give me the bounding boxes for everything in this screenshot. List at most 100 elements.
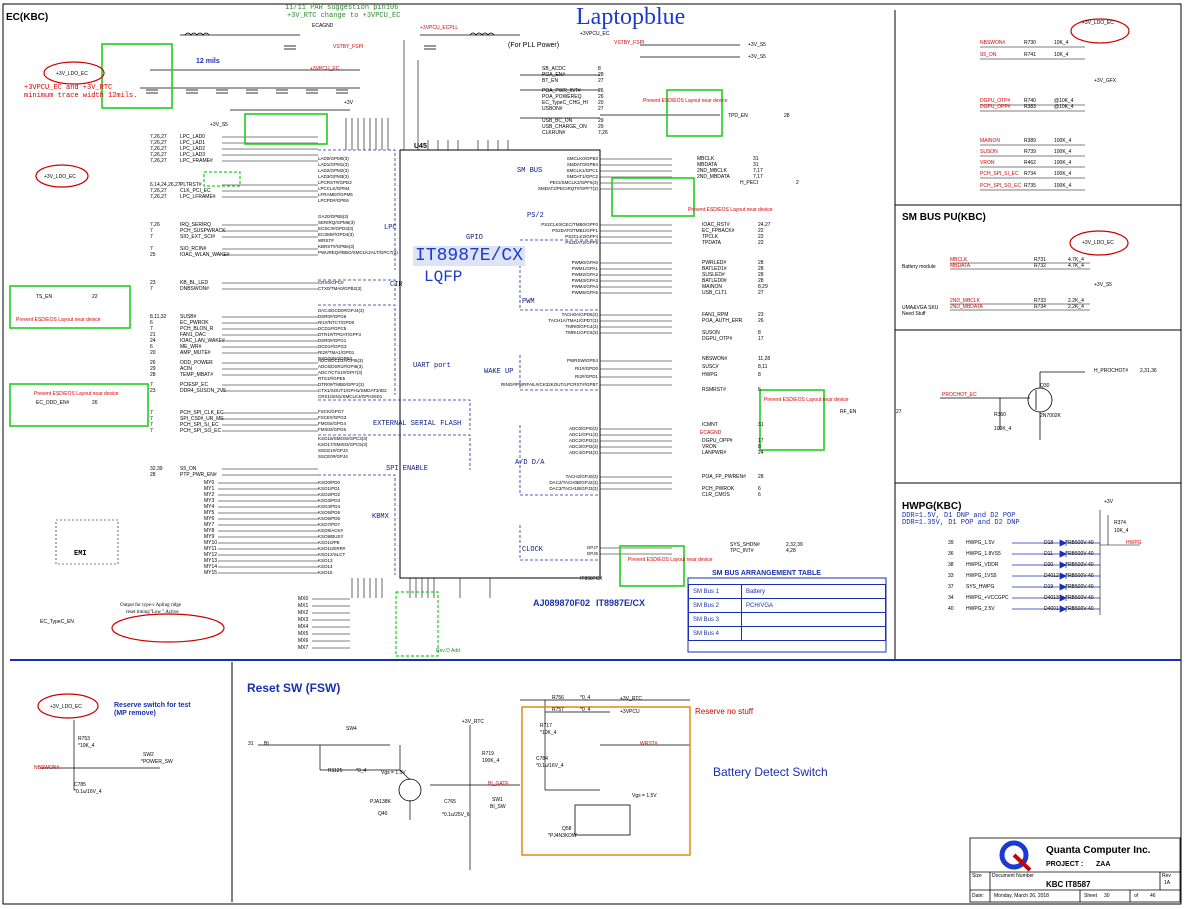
chip-right-pin: SMDAT1/GPC2 xyxy=(566,174,598,179)
reset-q40-part: PJA138K xyxy=(370,799,391,805)
chip-left-pin: ADC6/DSR1#/GPI6(3) xyxy=(318,364,363,369)
reset-c785: C785 xyxy=(74,782,86,788)
note-uma1: UMA&VGA SKU xyxy=(902,305,939,311)
hwpg-page: 36 xyxy=(948,551,954,557)
chip-right-pin: SMDAT2/PECIRQT#/GPF7(3) xyxy=(537,186,598,191)
chip-left-pin: ADC7/CTS1#/GPI7(3) xyxy=(318,370,363,375)
note-mils: 12 mils xyxy=(196,58,220,65)
left-net: DNBSWON# xyxy=(180,286,209,292)
left-net: PCH_SPI_SI_EC xyxy=(180,422,219,428)
left-net-page: 26 xyxy=(150,360,156,366)
note-vgs2: Vgs = 1.5V xyxy=(632,793,657,799)
reset-bi-gate: BI_GATE xyxy=(488,781,509,787)
left-net-page: 6 xyxy=(150,344,153,350)
right-net: POA_POWEREQ xyxy=(542,94,582,100)
block-ps2: PS/2 xyxy=(527,212,544,220)
right-net: TPD_EN xyxy=(728,113,748,119)
right-net-page: 26 xyxy=(758,318,764,324)
rail-vpcu-ec-1: +3VPCU_EC xyxy=(310,66,340,72)
note-esd-6: Prevent ESD/EOS Layout near device xyxy=(628,557,713,563)
right-net: VRON xyxy=(702,444,717,450)
mx-net: MX5 xyxy=(298,631,309,637)
prochot-r-val: 100K_4 xyxy=(994,426,1012,432)
chip-right-pin: DAC2/TACH0B/GPJ2(3) xyxy=(549,480,598,485)
chip-left-pin: CRX1/SIN1/SMCLK3/GPH2/ID1 xyxy=(318,394,383,399)
chip-left-pin: GA20/GPB5(3) xyxy=(318,214,349,219)
right-net-page: 28 xyxy=(784,113,790,119)
left-net-page: 7,26,27 xyxy=(150,158,167,164)
chip-right-pin: TACH2/GPJ0(3) xyxy=(565,474,598,479)
right-net: BATLED1# xyxy=(702,266,727,272)
right-net-page: 26 xyxy=(598,88,604,94)
bd-q58: Q58 xyxy=(562,826,572,832)
rail-v3s-3: +3V_S5 xyxy=(1094,282,1112,288)
hwpg-diode-val: *RB500V-40 xyxy=(1066,551,1094,557)
right-net-page: 22 xyxy=(758,228,764,234)
left-net: PCH_SPI_CLK_EC xyxy=(180,410,224,416)
smbus-device: PCH/VGA xyxy=(741,598,886,613)
right-net: DGPU_OTP# xyxy=(702,336,733,342)
pu-net: PCH_SPI_SI_EC xyxy=(980,171,1019,177)
chip-right-pin: RING#/PWRFAIL#/CK32KOUT/LPCRST#/GPB7 xyxy=(500,382,598,387)
chip-left-pin: FSCE#/GPG3 xyxy=(318,415,347,420)
pu-ref: R740 xyxy=(1024,98,1036,104)
right-net: CLKRUN# xyxy=(542,130,566,136)
reset-r719-val: 100K_4 xyxy=(482,758,500,764)
chip-left-pin: KSO15 xyxy=(318,570,333,575)
right-net-page: 28 xyxy=(758,272,764,278)
right-net: H_PECI xyxy=(740,180,759,186)
left-net-page: 8,11,32 xyxy=(150,314,167,320)
kb-net: MY13 xyxy=(204,558,218,564)
smbus-device xyxy=(741,626,886,641)
pu-net: MAINON xyxy=(980,138,1000,144)
left-net-page: 20 xyxy=(150,350,156,356)
chip-left-pin: CTX1/SOUT1/GPH1/SMDAT3/ID2 xyxy=(318,388,387,393)
hwpg-diode: D18 xyxy=(1044,540,1054,546)
hwpg-diode: D20 xyxy=(1044,562,1054,568)
chip-package: LQFP xyxy=(424,268,463,286)
left-net: TEMP_MBAT# xyxy=(180,372,213,378)
chip-left-pin: DAC4/DCD0#/GPJ4(3) xyxy=(318,308,365,313)
rail-vpcu-ecpll: +3VPCU_ECPLL xyxy=(420,25,459,31)
chip-left-pin: ECSMI#/GPD4(3) xyxy=(318,232,354,237)
chip-left-pin: KSO13 xyxy=(318,558,333,563)
block-spi-enable: SPI ENABLE xyxy=(386,465,429,473)
right-net-page: 8,29 xyxy=(758,284,768,290)
left-net: SIO_EXT_SCI# xyxy=(180,234,216,240)
kb-net: MY8 xyxy=(204,528,215,534)
reset-c765-val: *0.1u/25V_6 xyxy=(442,812,470,818)
chip-right-pin: PWM2/GPA2 xyxy=(571,272,598,277)
left-net-page: 32,39 xyxy=(150,466,163,472)
chip-right-pin: TMRI0/GPC4(3) xyxy=(565,324,598,329)
right-net: SUSON xyxy=(702,330,720,336)
tb-company: Quanta Computer Inc. xyxy=(1046,845,1151,856)
left-net: ACIN xyxy=(180,366,192,372)
chip-left-pin: KSO14 xyxy=(318,564,333,569)
chip-left-pin: RI2#/TMA1/GPD1 xyxy=(318,350,355,355)
note-esd-4: Prevent ESD/EOS Layout near device xyxy=(34,391,119,397)
right-net-page: 6 xyxy=(758,492,761,498)
left-net: LPC_LAD3 xyxy=(180,152,206,158)
hwpg-diode: D19 xyxy=(1044,584,1054,590)
kb-net: MY15 xyxy=(204,570,218,576)
hwpg-diode: D4013 xyxy=(1044,595,1059,601)
bd-c784-val: *0.1u/16V_4 xyxy=(536,763,564,769)
left-net-page: 7 xyxy=(150,246,153,252)
diode-icon xyxy=(1059,605,1067,613)
note-typec2: reset timing"Low " Active xyxy=(126,610,179,615)
right-net: DGPU_OPP# xyxy=(702,438,733,444)
block-uart: UART port xyxy=(413,362,451,370)
rail-ldo-ec-3: +3V_LDO_EC xyxy=(1082,20,1114,26)
left-net-page: 7,26,27 xyxy=(150,152,167,158)
diode-icon xyxy=(1059,539,1067,547)
rail-v3pcu: +3VPCU xyxy=(620,709,640,715)
pu-ref: R739 xyxy=(1024,149,1036,155)
chip-right-pin: RI1#/GPD0 xyxy=(574,366,598,371)
chip-left-pin: KSO7/PD7 xyxy=(318,522,341,527)
chip-left-pin: DCD1#/GPC5 xyxy=(318,326,347,331)
chip-left-pin: KSO2/PD2 xyxy=(318,492,341,497)
right-net: FAN1_RPM xyxy=(702,312,729,318)
rail-ecagnd-1: ECAGND xyxy=(312,23,334,29)
rail-vstby-2: VSTBY_FSPI xyxy=(614,40,645,46)
note-pll: (For PLL Power) xyxy=(508,42,560,49)
